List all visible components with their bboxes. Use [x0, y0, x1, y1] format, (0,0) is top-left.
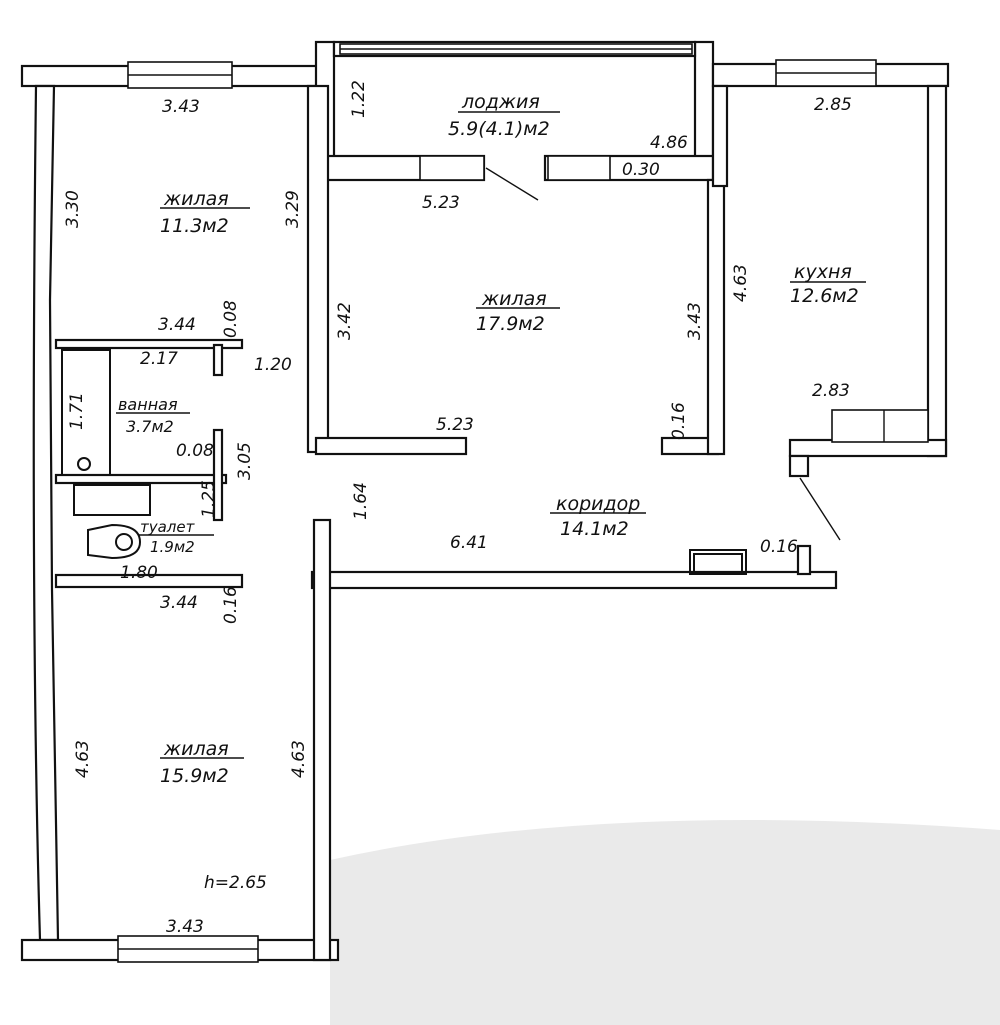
- dim-3-44-a: 3.44: [158, 315, 196, 335]
- room-name-loggia: лоджия: [461, 91, 540, 113]
- room-labels: жилая 11.3м2 лоджия 5.9(4.1)м2 жилая 17.…: [116, 91, 866, 893]
- room-area-toilet: 1.9м2: [150, 538, 195, 556]
- ceiling-height: h=2.65: [204, 873, 267, 893]
- dim-0-08-b: 0.08: [176, 441, 214, 461]
- room-name-corridor: коридор: [556, 493, 640, 515]
- bathtub: [61, 349, 111, 476]
- room-area-corridor: 14.1м2: [560, 518, 629, 540]
- room-area-kitchen: 12.6м2: [790, 285, 859, 307]
- room-area-loggia: 5.9(4.1)м2: [448, 118, 550, 140]
- dimension-labels: 3.43 1.22 4.86 0.30 2.85 3.30 3.29 5.23 …: [63, 80, 852, 937]
- windows: [117, 43, 929, 963]
- dim-1-22: 1.22: [349, 80, 369, 118]
- room-name-bathroom: ванная: [118, 395, 178, 414]
- dim-5-23-top: 5.23: [422, 193, 460, 213]
- dim-1-64: 1.64: [351, 482, 371, 520]
- dim-0-16-c: 0.16: [221, 586, 241, 624]
- room-name-bedroom-bottom-left: жилая: [163, 738, 229, 760]
- dim-2-83: 2.83: [812, 381, 850, 401]
- room-name-kitchen: кухня: [794, 261, 852, 283]
- dim-4-63-left: 4.63: [73, 740, 93, 778]
- dim-3-29: 3.29: [283, 190, 303, 228]
- dim-0-08-a: 0.08: [221, 300, 241, 338]
- dim-3-30: 3.30: [63, 190, 83, 228]
- dim-3-43-bottom: 3.43: [166, 917, 204, 937]
- dim-0-16-b: 0.16: [760, 537, 798, 557]
- room-area-living-center: 17.9м2: [476, 313, 545, 335]
- toilet-bowl: [87, 523, 142, 560]
- dim-1-20: 1.20: [254, 355, 292, 375]
- dim-1-71: 1.71: [67, 392, 87, 430]
- washbasin: [73, 484, 151, 516]
- room-area-bedroom-bottom-left: 15.9м2: [160, 765, 229, 787]
- dim-1-25: 1.25: [199, 480, 219, 518]
- dim-2-85: 2.85: [814, 95, 852, 115]
- dim-2-17: 2.17: [140, 349, 178, 369]
- scan-shadow: [330, 820, 1000, 1025]
- corridor-cabinet: [689, 549, 747, 575]
- dim-1-80: 1.80: [120, 563, 158, 583]
- room-name-toilet: туалет: [140, 518, 196, 536]
- room-name-living-center: жилая: [481, 288, 547, 310]
- dim-4-63-mid: 4.63: [289, 740, 309, 778]
- room-area-bedroom-top-left: 11.3м2: [160, 215, 229, 237]
- fixtures: [61, 167, 841, 575]
- room-name-bedroom-top-left: жилая: [163, 188, 229, 210]
- dim-3-43-top: 3.43: [162, 97, 200, 117]
- room-area-bathroom: 3.7м2: [126, 417, 174, 436]
- dim-3-05: 3.05: [235, 442, 255, 480]
- dim-6-41: 6.41: [450, 533, 488, 553]
- dim-3-43-right: 3.43: [685, 302, 705, 340]
- dim-3-44-b: 3.44: [160, 593, 198, 613]
- dim-4-63-kitchen: 4.63: [731, 264, 751, 302]
- bath-drain: [77, 457, 91, 471]
- dim-0-30: 0.30: [622, 160, 660, 180]
- dim-5-23-bottom: 5.23: [436, 415, 474, 435]
- dim-4-86: 4.86: [650, 133, 688, 153]
- dim-0-16-a: 0.16: [669, 402, 689, 440]
- dim-3-42: 3.42: [335, 302, 355, 340]
